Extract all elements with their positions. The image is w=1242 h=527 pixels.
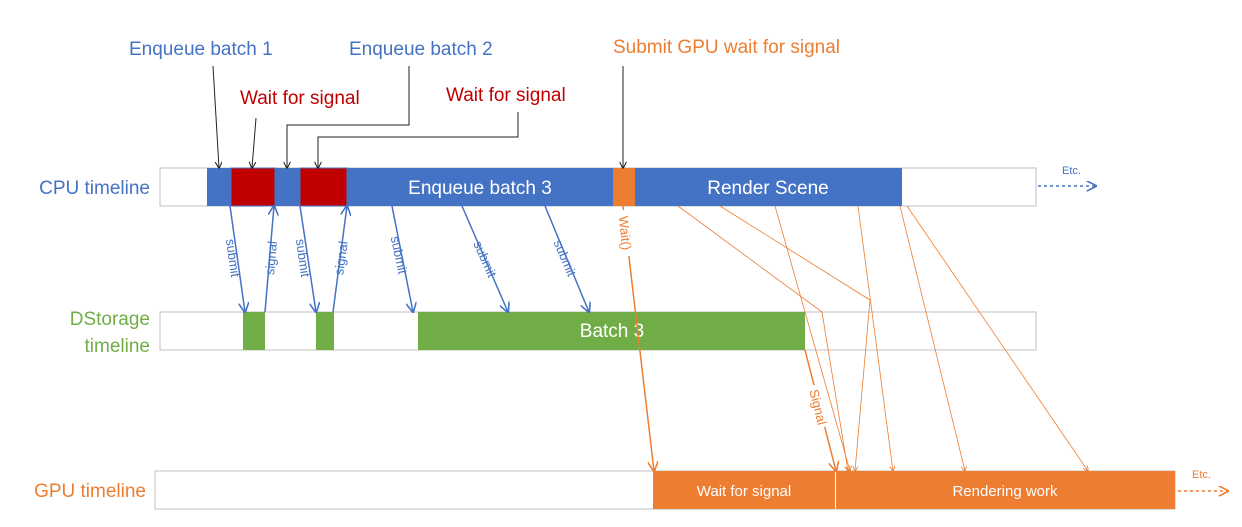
leader-enqueue-batch-1 [212,65,219,168]
callout-enqueue-batch-1: Enqueue batch 1 [129,39,273,60]
batch-3-label: Batch 3 [580,321,644,342]
dstorage-batch-1-block [243,312,265,350]
gpu-rendering-work-block [836,471,1175,509]
render-submit-arrow-5 [899,205,965,471]
signal-arrow-1 [264,206,274,313]
gpu-wait-for-signal-label: Wait for signal [697,483,791,500]
gpu-etc-label: Etc. [1192,469,1211,481]
render-submit-arrow-1 [677,205,848,471]
cpu-enqueue-batch-1-block [207,168,231,206]
submit-label-5: submit [551,237,580,278]
render-submit-arrow-2 [719,205,871,471]
callout-submit-gpu-wait: Submit GPU wait for signal [613,37,840,58]
submit-arrow-1 [229,205,245,312]
dstorage-timeline-label-2: timeline [85,336,150,357]
render-submit-arrow-3 [774,205,850,471]
leader-enqueue-batch-2 [287,66,410,168]
callout-wait-for-signal-1: Wait for signal [240,88,360,109]
leader-wait-for-signal-1 [252,117,257,168]
submit-arrow-4 [461,205,508,312]
callout-enqueue-batch-2: Enqueue batch 2 [349,39,493,60]
wait-label-bg [617,210,631,256]
cpu-enqueue-batch-3-block [347,168,613,206]
gpu-rendering-work-label: Rendering work [952,483,1058,500]
signal-arrow-2 [332,206,347,313]
gpu-wait-for-signal-block [653,471,835,509]
submit-arrow-3 [391,205,413,312]
render-submit-arrow-4 [857,205,893,471]
enqueue-batch-3-label: Enqueue batch 3 [408,178,552,199]
cpu-enqueue-batch-2-block [275,168,300,206]
wait-label: Wait() [616,215,634,251]
submit-label-1: submit [223,238,243,278]
submit-label-2: submit [293,238,313,278]
dstorage-batch-3-block [418,312,805,350]
submit-label-3: submit [388,235,411,276]
cpu-submit-gpu-wait-block [613,168,635,206]
cpu-etc-label: Etc. [1062,165,1081,177]
leader-wait-for-signal-2 [318,112,519,168]
signal-label-1: signal [262,240,280,275]
cpu-wait-for-signal-block-1 [230,167,276,207]
callout-wait-for-signal-2: Wait for signal [446,85,566,106]
cpu-render-scene-block [635,168,902,206]
submit-arrow-5 [544,205,589,312]
signal-label-2: signal [331,240,351,276]
submit-arrow-2 [299,205,316,312]
gpu-timeline-label: GPU timeline [34,481,146,502]
cpu-timeline-label: CPU timeline [39,178,150,199]
cpu-wait-for-signal-block-2 [299,167,348,207]
dstorage-batch-2-block [316,312,334,350]
render-scene-label: Render Scene [707,178,828,199]
signal-label-orange-bg [809,385,825,427]
dstorage-timeline-label: DStorage [70,309,150,330]
submit-label-4: submit [470,238,499,279]
render-submit-arrow-6 [906,205,1088,471]
